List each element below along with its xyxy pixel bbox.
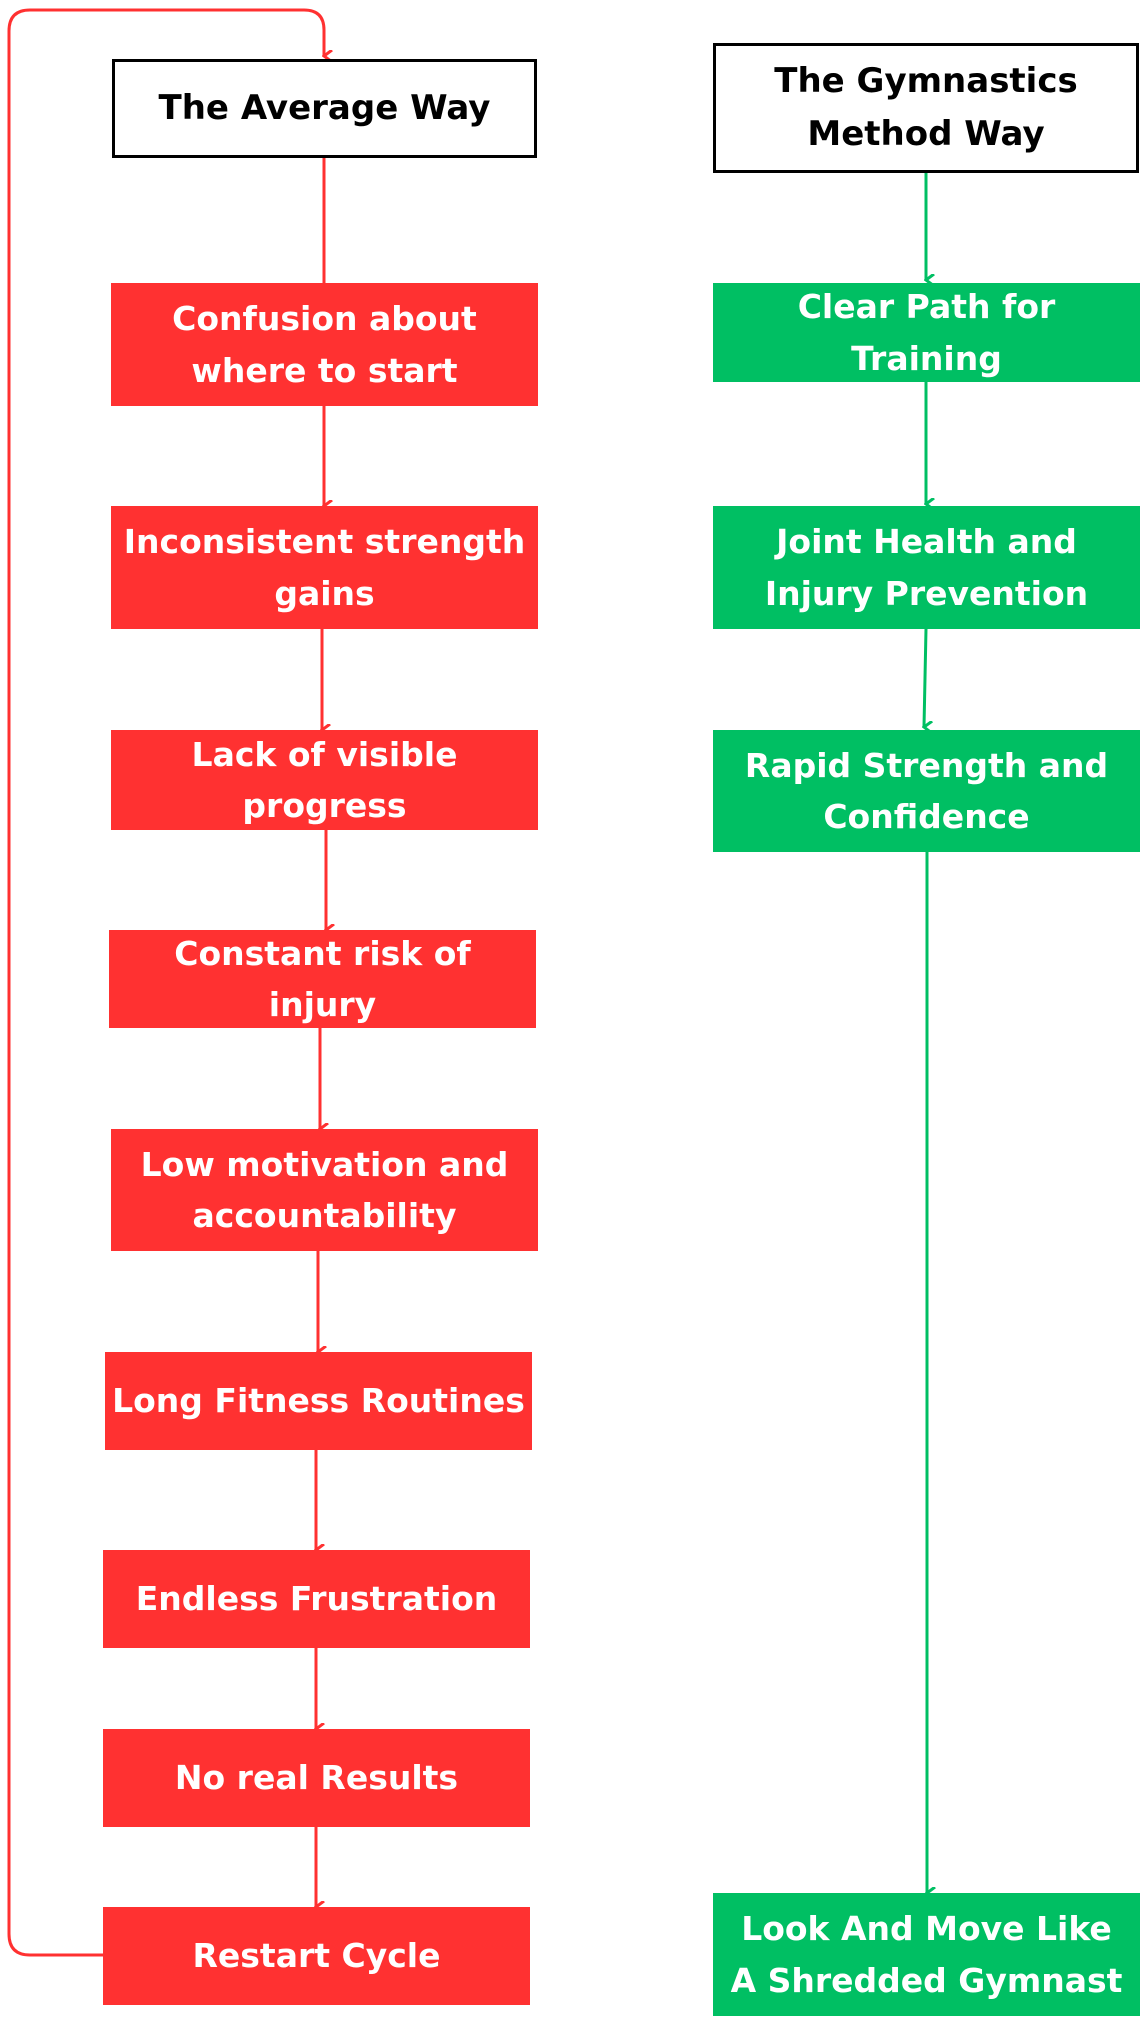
- average-step-restart-cycle: Restart Cycle: [103, 1907, 530, 2005]
- average-step-label: Low motivation and accountability: [140, 1144, 509, 1235]
- average-step-long-routines: Long Fitness Routines: [105, 1352, 532, 1450]
- average-way-header-label: The Average Way: [158, 88, 491, 129]
- average-step-label: Restart Cycle: [192, 1936, 441, 1976]
- average-step-label: Constant risk of injury: [174, 933, 471, 1024]
- method-step-joint-health: Joint Health and Injury Prevention: [713, 506, 1140, 629]
- method-step-label: Clear Path for Training: [797, 287, 1056, 378]
- average-step-low-motivation: Low motivation and accountability: [111, 1129, 538, 1251]
- average-way-header: The Average Way: [112, 59, 537, 158]
- method-step-label: Look And Move Like A Shredded Gymnast: [730, 1909, 1135, 2000]
- method-step-rapid-strength: Rapid Strength and Confidence: [713, 730, 1140, 852]
- method-way-header-label: The Gymnastics Method Way: [774, 61, 1078, 154]
- average-step-label: Confusion about where to start: [172, 299, 477, 390]
- average-step-label: Endless Frustration: [135, 1579, 498, 1619]
- average-step-confusion: Confusion about where to start: [111, 283, 538, 406]
- average-step-injury-risk: Constant risk of injury: [109, 930, 536, 1028]
- method-step-clear-path: Clear Path for Training: [713, 283, 1140, 382]
- average-step-inconsistent-gains: Inconsistent strength gains: [111, 506, 538, 629]
- average-step-label: Long Fitness Routines: [112, 1381, 525, 1421]
- method-connector-3: [924, 628, 926, 727]
- method-way-header: The Gymnastics Method Way: [713, 43, 1139, 173]
- average-step-endless-frustration: Endless Frustration: [103, 1550, 530, 1648]
- average-step-no-results: No real Results: [103, 1729, 530, 1827]
- average-step-label: No real Results: [174, 1758, 459, 1798]
- average-step-label: Lack of visible progress: [191, 734, 458, 825]
- method-step-shredded-gymnast: Look And Move Like A Shredded Gymnast: [713, 1893, 1140, 2016]
- average-step-lack-of-progress: Lack of visible progress: [111, 730, 538, 830]
- method-step-label: Rapid Strength and Confidence: [744, 745, 1109, 836]
- method-step-label: Joint Health and Injury Prevention: [764, 522, 1089, 613]
- average-step-label: Inconsistent strength gains: [123, 522, 526, 613]
